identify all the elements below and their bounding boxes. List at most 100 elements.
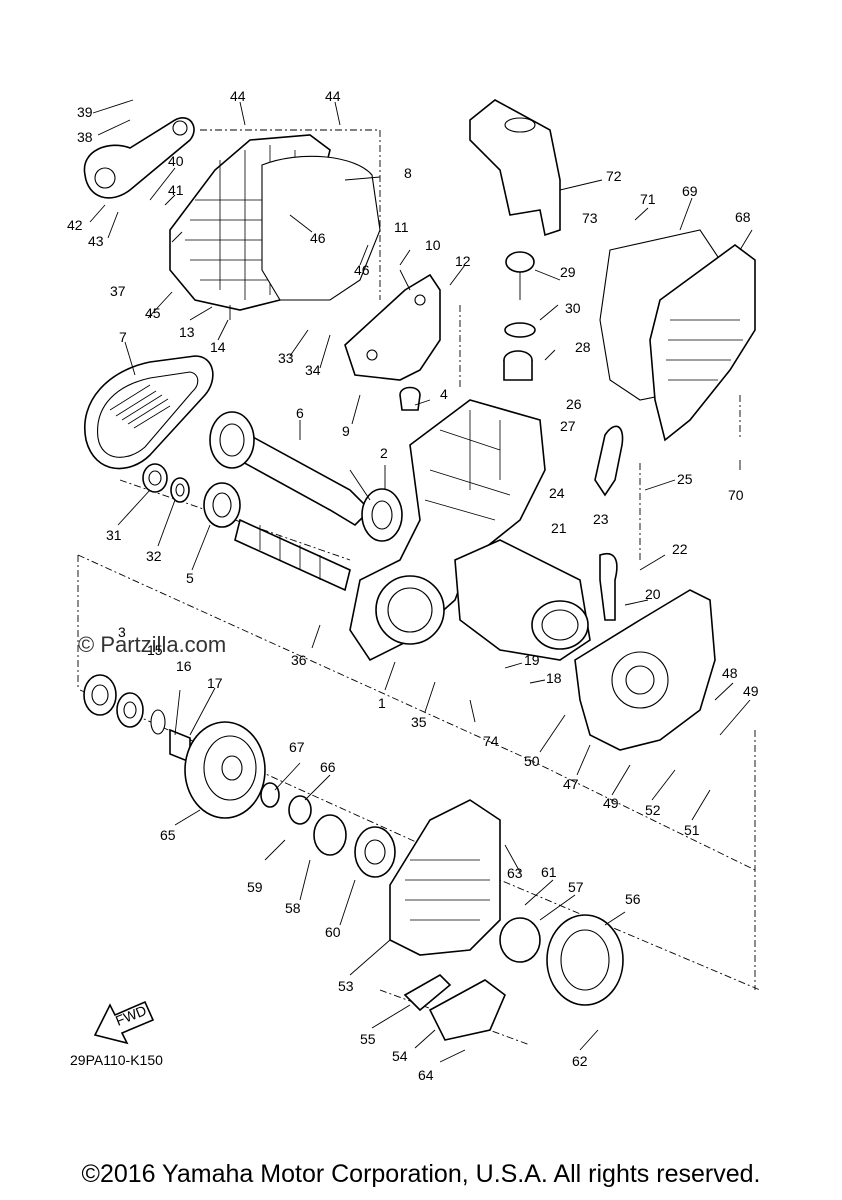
washer-stack [260,782,396,878]
callout: 53 [338,978,354,994]
callout: 11 [394,219,409,235]
o-ring [504,322,536,338]
callout: 72 [606,168,622,184]
guard-plate [469,99,561,237]
washer [170,477,190,503]
callout: 44 [230,88,246,104]
callout: 46 [310,230,326,246]
callout: 45 [145,305,161,321]
callout: 49 [603,795,619,811]
callout: 55 [360,1031,376,1047]
callout: 14 [210,339,226,355]
callout: 57 [568,879,584,895]
hose-lower [599,553,618,621]
callout: 30 [565,300,581,316]
bracket [344,273,441,411]
forward-arrow-icon: FWD [93,1000,155,1045]
crankcase-left [349,399,546,662]
callout: 23 [593,511,609,527]
callout: 48 [722,665,738,681]
callout: 1 [378,695,386,711]
callout: 9 [342,423,350,439]
callout: 54 [392,1048,408,1064]
callout: 74 [483,733,499,749]
callout: 10 [425,237,441,253]
callout: 21 [551,520,567,536]
callout: 34 [305,362,321,378]
copyright-notice: ©2016 Yamaha Motor Corporation, U.S.A. A… [81,1160,761,1188]
callout: 41 [168,182,184,198]
filler-neck [503,350,533,381]
drive-pulley [184,721,266,819]
callout: 5 [186,570,194,586]
callout: 68 [735,209,751,225]
callout: 56 [625,891,641,907]
bearing-set [83,674,191,764]
callout: 40 [168,153,184,169]
callout: 4 [440,386,448,402]
callout: 61 [541,864,557,880]
callout: 69 [682,183,698,199]
lower-guard [403,974,506,1041]
callout-labels: 1 2 3 4 5 6 7 8 9 10 11 12 13 14 15 16 1… [67,88,759,1083]
callout: 47 [563,776,579,792]
diagram-reference-code: 29PA110-K150 [70,1052,163,1068]
callout: 17 [207,675,223,691]
callout: 18 [546,670,562,686]
callout: 26 [566,396,582,412]
callout: 46 [354,262,370,278]
callout: 27 [560,418,576,434]
callout: 29 [560,264,576,280]
callout: 31 [106,527,122,543]
callout: 51 [684,822,700,838]
crankcase-right [454,539,591,661]
bearing [361,488,403,542]
callout: 3 [118,624,126,640]
drive-shaft [209,411,372,527]
callout: 19 [524,652,540,668]
drive-belt [84,355,214,470]
collar [142,463,168,493]
callout: 71 [640,191,656,207]
callout: 39 [77,104,93,120]
callout: 36 [291,652,307,668]
callout: 25 [677,471,693,487]
callout: 33 [278,350,294,366]
round-cover [546,914,624,1006]
callout: 6 [296,405,304,421]
cap [499,917,541,963]
callout: 49 [743,683,759,699]
callout: 2 [380,445,388,461]
sprocket-cover [389,799,501,956]
leader-lines [89,99,753,1063]
callout: 50 [524,753,540,769]
oil-filler-cap [505,251,535,300]
callout: 70 [728,487,744,503]
callout: 12 [455,253,471,269]
right-cover [649,244,756,442]
callout: 44 [325,88,341,104]
callout: 43 [88,233,104,249]
callout: 59 [247,879,263,895]
side-cover [574,589,716,751]
callout: 65 [160,827,176,843]
outer-cover [169,134,381,311]
callout: 32 [146,548,162,564]
callout: 67 [289,739,305,755]
callout: 42 [67,217,83,233]
callout: 16 [176,658,192,674]
callout: 13 [179,324,195,340]
pulley-cover [83,117,195,199]
hose-upper [594,425,624,497]
callout: 60 [325,924,341,940]
callout: 15 [147,642,163,658]
callout: 58 [285,900,301,916]
callout: 37 [110,283,126,299]
watermark-text: © Partzilla.com [78,632,226,657]
callout: 20 [645,586,661,602]
camshaft [234,518,351,592]
needle-bearing [203,482,241,528]
callout: 28 [575,339,591,355]
callout: 8 [404,165,412,181]
